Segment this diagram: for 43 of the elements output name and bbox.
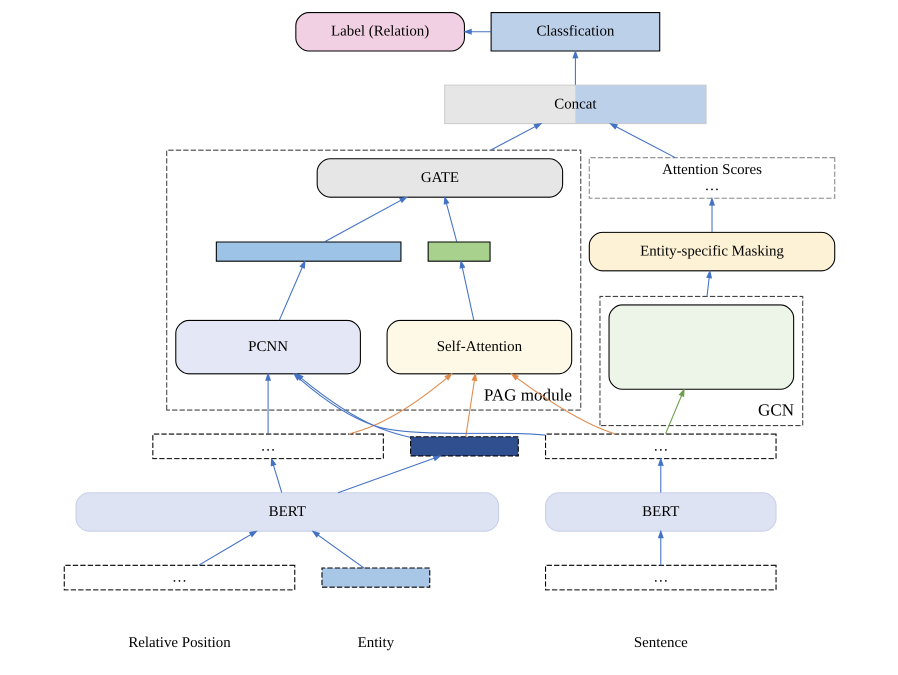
- arrow: [270, 457, 282, 493]
- node-box: …: [152, 434, 384, 460]
- node-label: Relative Position: [128, 635, 230, 652]
- node-box: Concat: [444, 84, 706, 124]
- node-box: BERT: [544, 492, 776, 532]
- arrow: [464, 372, 477, 437]
- arrow: [198, 530, 258, 566]
- node-label: Entity: [357, 635, 394, 652]
- arrow: [278, 260, 305, 320]
- node-label: Sentence: [633, 635, 688, 652]
- node-box: Classfication: [490, 12, 660, 52]
- arrow: [708, 197, 714, 232]
- arrow: [311, 530, 364, 568]
- node-box: BERT: [74, 492, 499, 532]
- node-bar: [215, 241, 401, 262]
- node-box: Self-Attention: [386, 320, 572, 374]
- arrow: [572, 50, 578, 85]
- cluster: GCN: [598, 296, 803, 426]
- arrow: [706, 270, 712, 296]
- node-box: Label (Relation): [294, 12, 464, 52]
- arrow: [459, 260, 474, 320]
- node-box: Entity-specific Masking: [588, 232, 835, 272]
- arrow: [264, 372, 271, 434]
- arrow: [657, 530, 664, 566]
- arrow: [490, 122, 542, 151]
- node-box: …: [544, 564, 776, 590]
- node-box: …: [63, 564, 295, 590]
- node-bar: [427, 241, 490, 262]
- node-box: Attention Scores …: [588, 157, 835, 199]
- arrow: [462, 28, 490, 35]
- node-box: …: [544, 434, 776, 460]
- node-box: PCNN: [174, 320, 360, 374]
- node-bar: [410, 436, 518, 456]
- arrow: [664, 388, 684, 434]
- arrow: [657, 457, 664, 493]
- arrow: [348, 372, 452, 435]
- node-bar: [320, 567, 430, 588]
- arrow: [337, 456, 442, 494]
- arrow: [608, 123, 675, 158]
- node-box: GATE: [316, 158, 563, 198]
- node-box: [608, 304, 794, 390]
- arrow: [324, 196, 408, 242]
- arrow: [443, 196, 457, 242]
